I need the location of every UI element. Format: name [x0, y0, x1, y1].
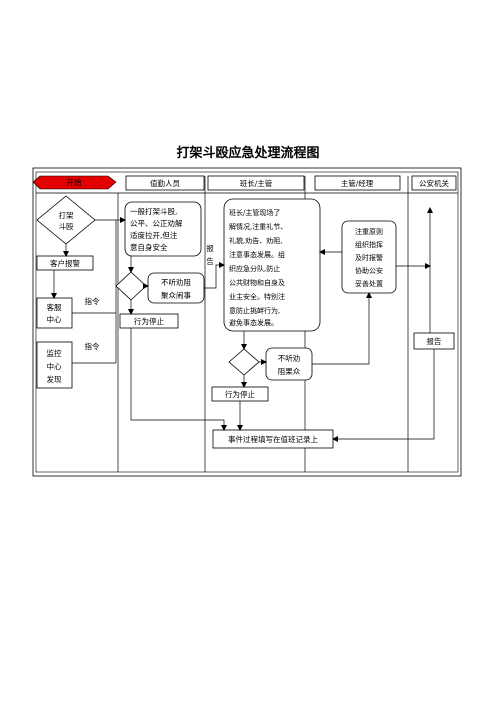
guard-stop-box: [119, 313, 179, 329]
supervisor-action-line-4: 注意事态发展。组: [229, 250, 285, 259]
lane-header-supervisor: [207, 175, 305, 191]
manager-action-line-5: 妥善处置: [355, 279, 383, 288]
service-center-label-1: 客服: [47, 302, 62, 312]
manager-action-line-2: 组织指挥: [355, 240, 383, 249]
start-shape: [32, 175, 117, 190]
guard-action-box: [124, 201, 202, 257]
guard-stop-label: 行为停止: [134, 316, 164, 326]
guard-action-line-2: 公平、公正劝解: [130, 218, 183, 228]
connector-guard-stop-to-record: [130, 328, 227, 431]
connector-sig-to-manager: [312, 292, 372, 365]
guard-action-line-3: 适度拉开,但注: [130, 230, 178, 240]
start-label: 开始: [67, 177, 82, 187]
monitor-center-label-2: 中心: [47, 361, 62, 371]
guard-action-line-4: 意自身安全: [130, 242, 168, 252]
monitor-center-label-3: 发现: [47, 374, 62, 384]
supervisor-stop-label: 行为停止: [225, 389, 255, 399]
manager-action-line-4: 协助公安: [355, 266, 383, 275]
lane-header-guard: [125, 175, 205, 191]
customer-report-label: 客户报警: [50, 258, 80, 268]
manager-action-line-1: 注重原则: [355, 227, 383, 236]
lane-header-police-label: 公安机关: [419, 178, 449, 188]
supervisor-action-line-8: 意防止挑衅行为,: [229, 306, 280, 315]
monitor-center-box: [36, 341, 73, 389]
page-title: 打架斗殴应急处理流程图: [176, 145, 319, 161]
connector-police-to-record: [332, 349, 435, 442]
report-vertical-1: 报: [206, 243, 214, 253]
diagram-frame-inner: [35, 171, 459, 473]
manager-action-line-3: 及时报警: [355, 253, 383, 262]
supervisor-action-line-1: 班长/主管现场了: [229, 208, 280, 217]
fight-label-2: 斗殴: [59, 222, 74, 231]
lane-header-manager: [314, 175, 401, 191]
monitor-center-label-1: 监控: [47, 348, 62, 358]
police-report-label: 报告: [427, 336, 442, 346]
supervisor-ignore-line-1: 不听劝: [278, 353, 301, 363]
guard-ignore-line-1: 不听劝阻: [161, 277, 191, 287]
lane-header-manager-label: 主管/经理: [341, 178, 374, 188]
lane-header-supervisor-label: 班长/主管: [240, 178, 273, 188]
guard-action-line-1: 一般打架斗殴,: [130, 206, 177, 216]
supervisor-action-line-3: 礼貌,劝告、劝阻,: [229, 236, 282, 245]
report-vertical-2: 告: [206, 256, 214, 266]
connector-guard-ignore-to-supervisor: [204, 262, 225, 289]
guard-ignore-line-2: 聚众闹事: [161, 290, 191, 300]
instruction-label-1: 指令: [85, 296, 100, 306]
supervisor-action-line-5: 织应急分队,防止: [229, 264, 280, 273]
fight-label-1: 打架: [59, 210, 74, 220]
record-label: 事件过程填写在值班记录上: [228, 434, 318, 444]
lane-header-guard-label: 值勤人员: [150, 178, 180, 188]
supervisor-action-line-6: 公共财物和自身及: [229, 278, 285, 287]
lane-header-police: [411, 175, 457, 191]
supervisor-ignore-line-2: 阻果众: [278, 367, 301, 376]
supervisor-action-line-9: 避免事态发展。: [229, 318, 278, 327]
supervisor-action-line-7: 业主安全。特别注: [229, 292, 285, 301]
supervisor-action-line-2: 解情况,注重礼节、: [229, 222, 287, 231]
instruction-label-2: 指令: [85, 341, 100, 351]
service-center-label-2: 中心: [47, 314, 62, 324]
